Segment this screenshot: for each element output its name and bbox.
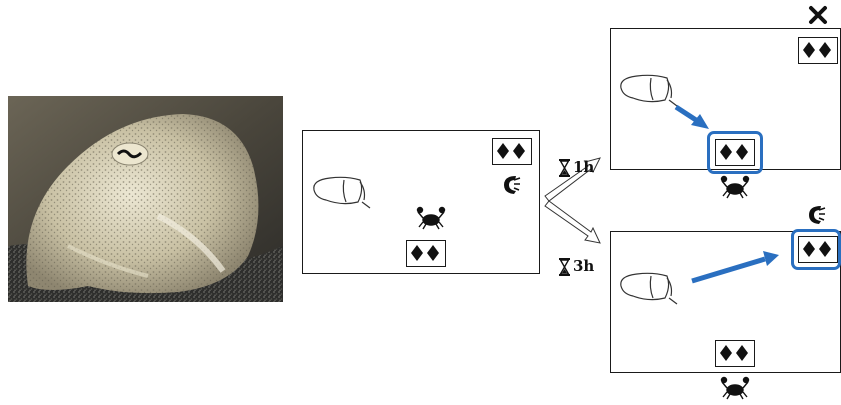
branch-arrow-down (544, 200, 601, 244)
choice-arrow-short (674, 104, 709, 129)
cue-card-initial-bottom (406, 240, 446, 267)
x-mark-icon (809, 6, 827, 24)
cue-card-short-top (798, 37, 838, 64)
chosen-card-highlight-short (707, 131, 763, 174)
chosen-card-highlight-long (791, 229, 841, 270)
shrimp-icon (809, 206, 826, 224)
cue-card-initial-top (492, 138, 532, 165)
hourglass-icon (559, 258, 570, 276)
crab-icon (416, 206, 446, 230)
cuttlefish-outline-icon (620, 74, 678, 107)
cuttlefish-outline-icon (313, 176, 371, 209)
hourglass-icon (559, 159, 570, 177)
long-delay-label: 3h (573, 257, 595, 275)
short-delay-label: 1h (573, 158, 595, 176)
shrimp-icon (504, 176, 521, 194)
crab-icon (720, 376, 750, 400)
cue-card-long-bottom (715, 340, 755, 367)
crab-icon (720, 175, 750, 199)
cue-card-short-bottom (715, 139, 755, 166)
cuttlefish-photo (8, 96, 283, 302)
cue-card-long-top (798, 236, 838, 263)
cuttlefish-outline-icon (620, 272, 678, 305)
branch-arrow-up (544, 157, 601, 202)
choice-arrow-long (691, 251, 779, 284)
